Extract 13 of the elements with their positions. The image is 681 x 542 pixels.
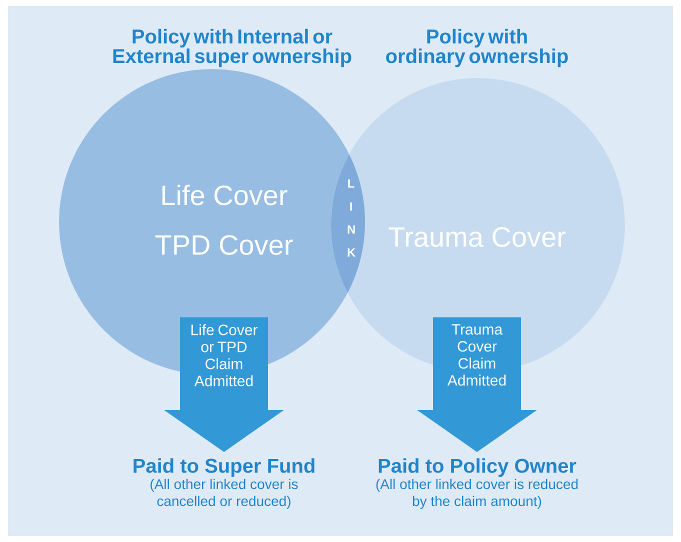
circle-heading: Policy with Internal or External super ownership <box>113 28 352 68</box>
block-arrow <box>417 317 537 452</box>
block-arrow <box>164 317 284 452</box>
cover-label: Life Cover <box>162 184 288 206</box>
edge-label: Trauma Cover Claim Admitted <box>447 324 506 386</box>
outcome-note: (All other linked cover is cancelled or reduced) <box>150 478 298 509</box>
cover-label: Trauma Cover <box>388 227 566 247</box>
circle-heading: Policy with ordinary ownership <box>386 28 568 68</box>
outcome-note: (All other linked cover is reduced by the claim amount) <box>376 478 578 509</box>
edge-label: Life Cover or TPD Claim Admitted <box>191 324 258 386</box>
outcome-heading: Paid to Super Fund <box>134 458 314 477</box>
outcome-heading: Paid to Policy Owner <box>378 458 576 477</box>
cover-label: TPD Cover <box>155 235 293 255</box>
